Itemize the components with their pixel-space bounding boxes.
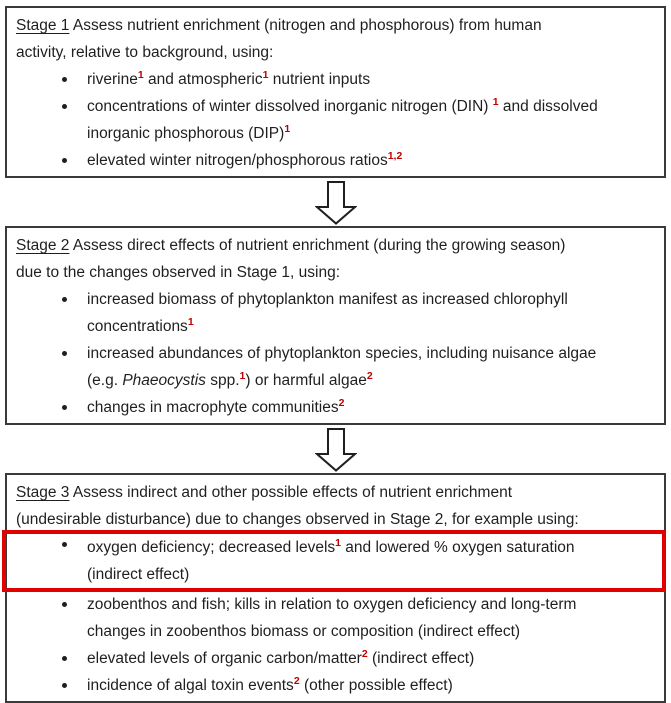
bullet-item: incidence of algal toxin events2 (other … [16,672,655,699]
stage-label-underlined: Stage 3 [16,484,70,501]
footnote-ref: 2 [361,647,368,660]
footnote-ref: 2 [293,674,300,687]
footnote-ref: 1,2 [387,149,403,162]
bullet-item-highlighted: oxygen deficiency; decreased levels1 and… [2,530,666,592]
stage-3-box: Stage 3 Assess indirect and other possib… [2,473,666,703]
stage-1-box: Stage 1 Assess nutrient enrichment (nitr… [5,6,666,178]
bullet-item: increased abundances of phytoplankton sp… [16,340,655,394]
stage-2-box: Stage 2 Assess direct effects of nutrien… [5,226,666,425]
species-name-italic: Phaeocystis [122,372,206,389]
footnote-ref: 2 [338,396,345,409]
footnote-ref: 1 [262,68,269,81]
bullet-item: changes in macrophyte communities2 [16,394,655,421]
stage-label-underlined: Stage 1 [16,17,70,34]
stage-3-title: Stage 3 Assess indirect and other possib… [16,484,579,528]
footnote-ref: 1 [187,315,194,328]
footnote-ref: 1 [239,369,246,382]
stage-3-bullet-list: oxygen deficiency; decreased levels1 and… [2,530,666,699]
footnote-ref: 2 [366,369,373,382]
bullet-item: elevated winter nitrogen/phosphorous rat… [16,147,655,174]
bullet-item: elevated levels of organic carbon/matter… [16,645,655,672]
footnote-ref: 1 [335,536,341,549]
stage-2-bullet-list: increased biomass of phytoplankton manif… [16,286,655,421]
down-arrow-icon [314,428,357,472]
bullet-item: concentrations of winter dissolved inorg… [16,93,655,147]
footnote-ref: 1 [137,68,144,81]
down-arrow-icon [314,181,357,225]
stage-label-underlined: Stage 2 [16,237,70,254]
stage-1-title: Stage 1 Assess nutrient enrichment (nitr… [16,17,542,61]
stage-1-bullet-list: riverine1 and atmospheric1 nutrient inpu… [16,66,655,174]
footnote-ref: 1 [284,122,291,135]
footnote-ref: 1 [492,95,499,108]
stage-2-title: Stage 2 Assess direct effects of nutrien… [16,237,566,281]
bullet-item: zoobenthos and fish; kills in relation t… [16,591,655,645]
bullet-item: riverine1 and atmospheric1 nutrient inpu… [16,66,655,93]
bullet-item: increased biomass of phytoplankton manif… [16,286,655,340]
